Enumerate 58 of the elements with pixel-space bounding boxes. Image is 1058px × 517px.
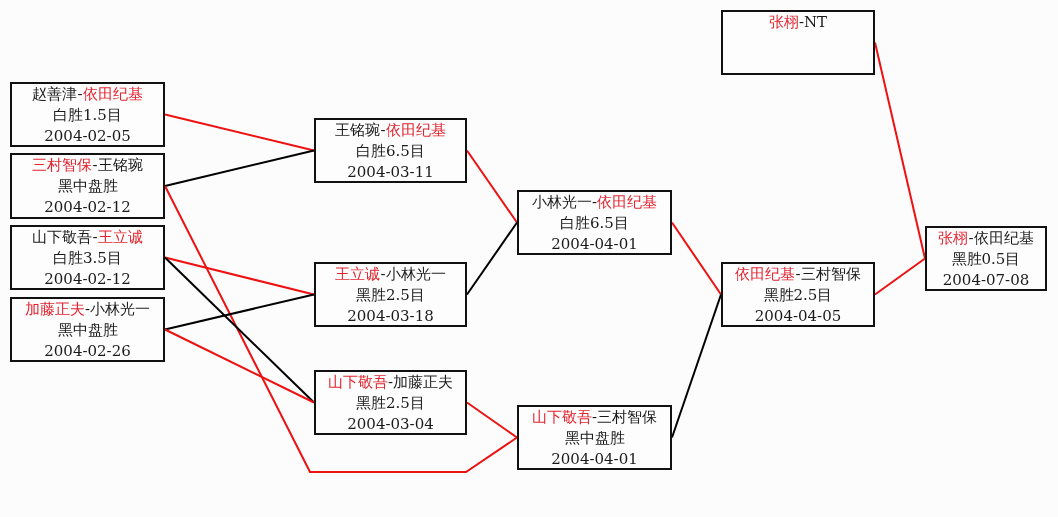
match-result: 黑胜0.5目 xyxy=(951,249,1021,270)
match-date: 2004-04-05 xyxy=(754,306,842,327)
connector-line xyxy=(164,149,315,187)
match-box xyxy=(314,370,467,435)
match-date: 2004-02-12 xyxy=(44,197,131,218)
match-box xyxy=(517,190,672,255)
match-players: 山下敬吾-王立诚 xyxy=(32,227,143,248)
match-result: 白胜1.5目 xyxy=(53,105,122,126)
match-players: 张栩-依田纪基 xyxy=(938,228,1034,249)
connector-line xyxy=(164,256,315,296)
match-players: 小林光一-依田纪基 xyxy=(531,192,658,213)
match-players: 张栩-NT xyxy=(768,12,828,33)
connector-line xyxy=(164,293,315,331)
match-date: 2004-02-12 xyxy=(44,269,131,290)
match-date: 2004-04-01 xyxy=(551,449,638,470)
match-box xyxy=(517,405,672,470)
match-players: 山下敬吾-加藤正夫 xyxy=(327,372,454,393)
match-date: 2004-03-18 xyxy=(347,306,434,327)
connector-line xyxy=(164,256,315,404)
match-result: 白胜6.5目 xyxy=(560,213,629,234)
connector-line xyxy=(466,221,518,296)
match-result: 白胜3.5目 xyxy=(53,248,122,269)
match-date: 2004-04-01 xyxy=(551,234,638,255)
match-box xyxy=(314,262,467,327)
match-box xyxy=(721,10,875,75)
match-players: 赵善津-依田纪基 xyxy=(32,84,143,105)
match-box xyxy=(10,153,165,219)
match-result: 黑中盘胜 xyxy=(57,320,118,341)
match-box xyxy=(925,226,1047,291)
match-date: 2004-02-26 xyxy=(44,341,131,362)
connector-line xyxy=(466,401,518,439)
match-players: 依田纪基-三村智保 xyxy=(735,264,861,285)
match-date: 2004-07-08 xyxy=(942,270,1030,291)
match-result: 黑胜2.5目 xyxy=(356,285,425,306)
connector-line xyxy=(164,113,315,152)
match-box xyxy=(10,225,165,290)
match-players: 三村智保-王铭琬 xyxy=(32,155,143,176)
match-result: 黑中盘胜 xyxy=(57,176,118,197)
match-result: 黑中盘胜 xyxy=(564,428,625,449)
match-result: 白胜6.5目 xyxy=(356,141,425,162)
match-date: 2004-03-11 xyxy=(347,162,434,183)
match-players: 山下敬吾-三村智保 xyxy=(531,407,658,428)
match-box xyxy=(314,118,467,183)
match-result: 黑胜2.5目 xyxy=(763,285,833,306)
match-box xyxy=(10,297,165,362)
match-players: 王铭琬-依田纪基 xyxy=(335,120,446,141)
match-result: 黑胜2.5目 xyxy=(356,393,425,414)
match-date: 2004-03-04 xyxy=(347,414,434,435)
connector-line xyxy=(671,221,722,296)
connector-line xyxy=(874,257,926,296)
connector-line xyxy=(164,185,518,473)
connector-line xyxy=(466,149,518,224)
match-box xyxy=(10,82,165,147)
connector-line xyxy=(164,328,315,404)
match-players: 王立诚-小林光一 xyxy=(335,264,446,285)
match-date: 2004-02-05 xyxy=(44,126,131,147)
match-box xyxy=(721,262,875,327)
match-players: 加藤正夫-小林光一 xyxy=(24,299,151,320)
